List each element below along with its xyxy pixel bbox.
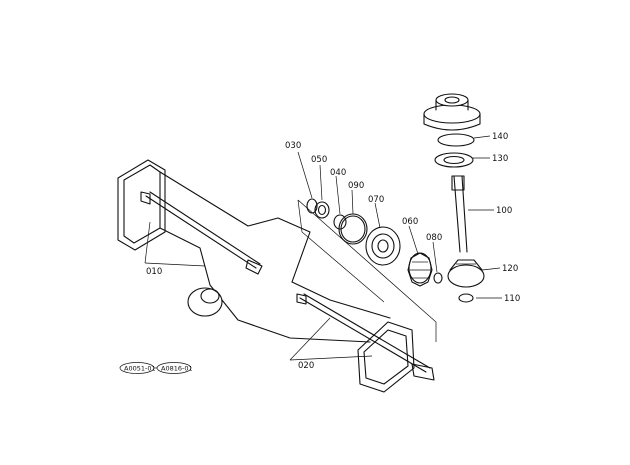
- circlip-110: [458, 293, 474, 303]
- housing-mid-edge: [291, 281, 391, 319]
- part-090-oring: [338, 213, 368, 245]
- callout-050: 050: [311, 155, 327, 165]
- left-flange-inner: [123, 164, 161, 244]
- callout-030: 030: [285, 141, 301, 151]
- callout-060: 060: [402, 217, 418, 227]
- callout-120: 120: [502, 264, 518, 274]
- callout-090: 090: [348, 181, 364, 191]
- axle-shaft-020: [296, 293, 435, 381]
- washer-080: [433, 272, 443, 284]
- callout-110: 110: [504, 294, 520, 304]
- housing-bottom-edge: [159, 227, 371, 343]
- bearing-stack: [306, 198, 401, 266]
- pinion-gear-120: [447, 259, 485, 288]
- shaft-020-end: [296, 293, 307, 305]
- callout-010: 010: [146, 267, 162, 277]
- part-030-ring: [306, 198, 318, 214]
- part-070-bearing: [365, 226, 401, 266]
- reference-codes: A0051-01 A0816-01: [119, 362, 193, 374]
- callout-040: 040: [330, 168, 346, 178]
- snap-ring-140: [437, 133, 475, 147]
- shaft-020-spline: [411, 363, 435, 381]
- callout-020: 020: [298, 361, 314, 371]
- pinion-shaft-100: [451, 175, 468, 253]
- part-050-bearing: [314, 201, 330, 219]
- callout-100: 100: [496, 206, 512, 216]
- ref-code-1: A0051-01: [124, 365, 156, 373]
- left-flange: [117, 159, 166, 251]
- leader-lines: [144, 135, 502, 361]
- part-040-collar: [333, 214, 347, 230]
- callout-130: 130: [492, 154, 508, 164]
- ref-code-2: A0816-01: [161, 365, 193, 373]
- pinion-housing-cover: [423, 93, 481, 131]
- callout-080: 080: [426, 233, 442, 243]
- callout-070: 070: [368, 195, 384, 205]
- shaft-010-spline-end: [140, 191, 151, 205]
- housing-top-edge: [159, 171, 311, 283]
- right-flange: [357, 321, 415, 393]
- axle-housing: [117, 159, 437, 393]
- right-flange-inner: [363, 329, 409, 385]
- axle-shaft-010: [140, 191, 263, 275]
- bearing-130: [434, 152, 474, 168]
- callouts: 010 020 030 040 050 060 070 080 090 100 …: [146, 132, 520, 371]
- explode-plane-lower: [297, 199, 385, 303]
- housing-boss-inner: [200, 288, 220, 304]
- bevel-gear-060: [407, 252, 433, 287]
- shaft-010-spline-tip: [245, 259, 263, 275]
- callout-140: 140: [492, 132, 508, 142]
